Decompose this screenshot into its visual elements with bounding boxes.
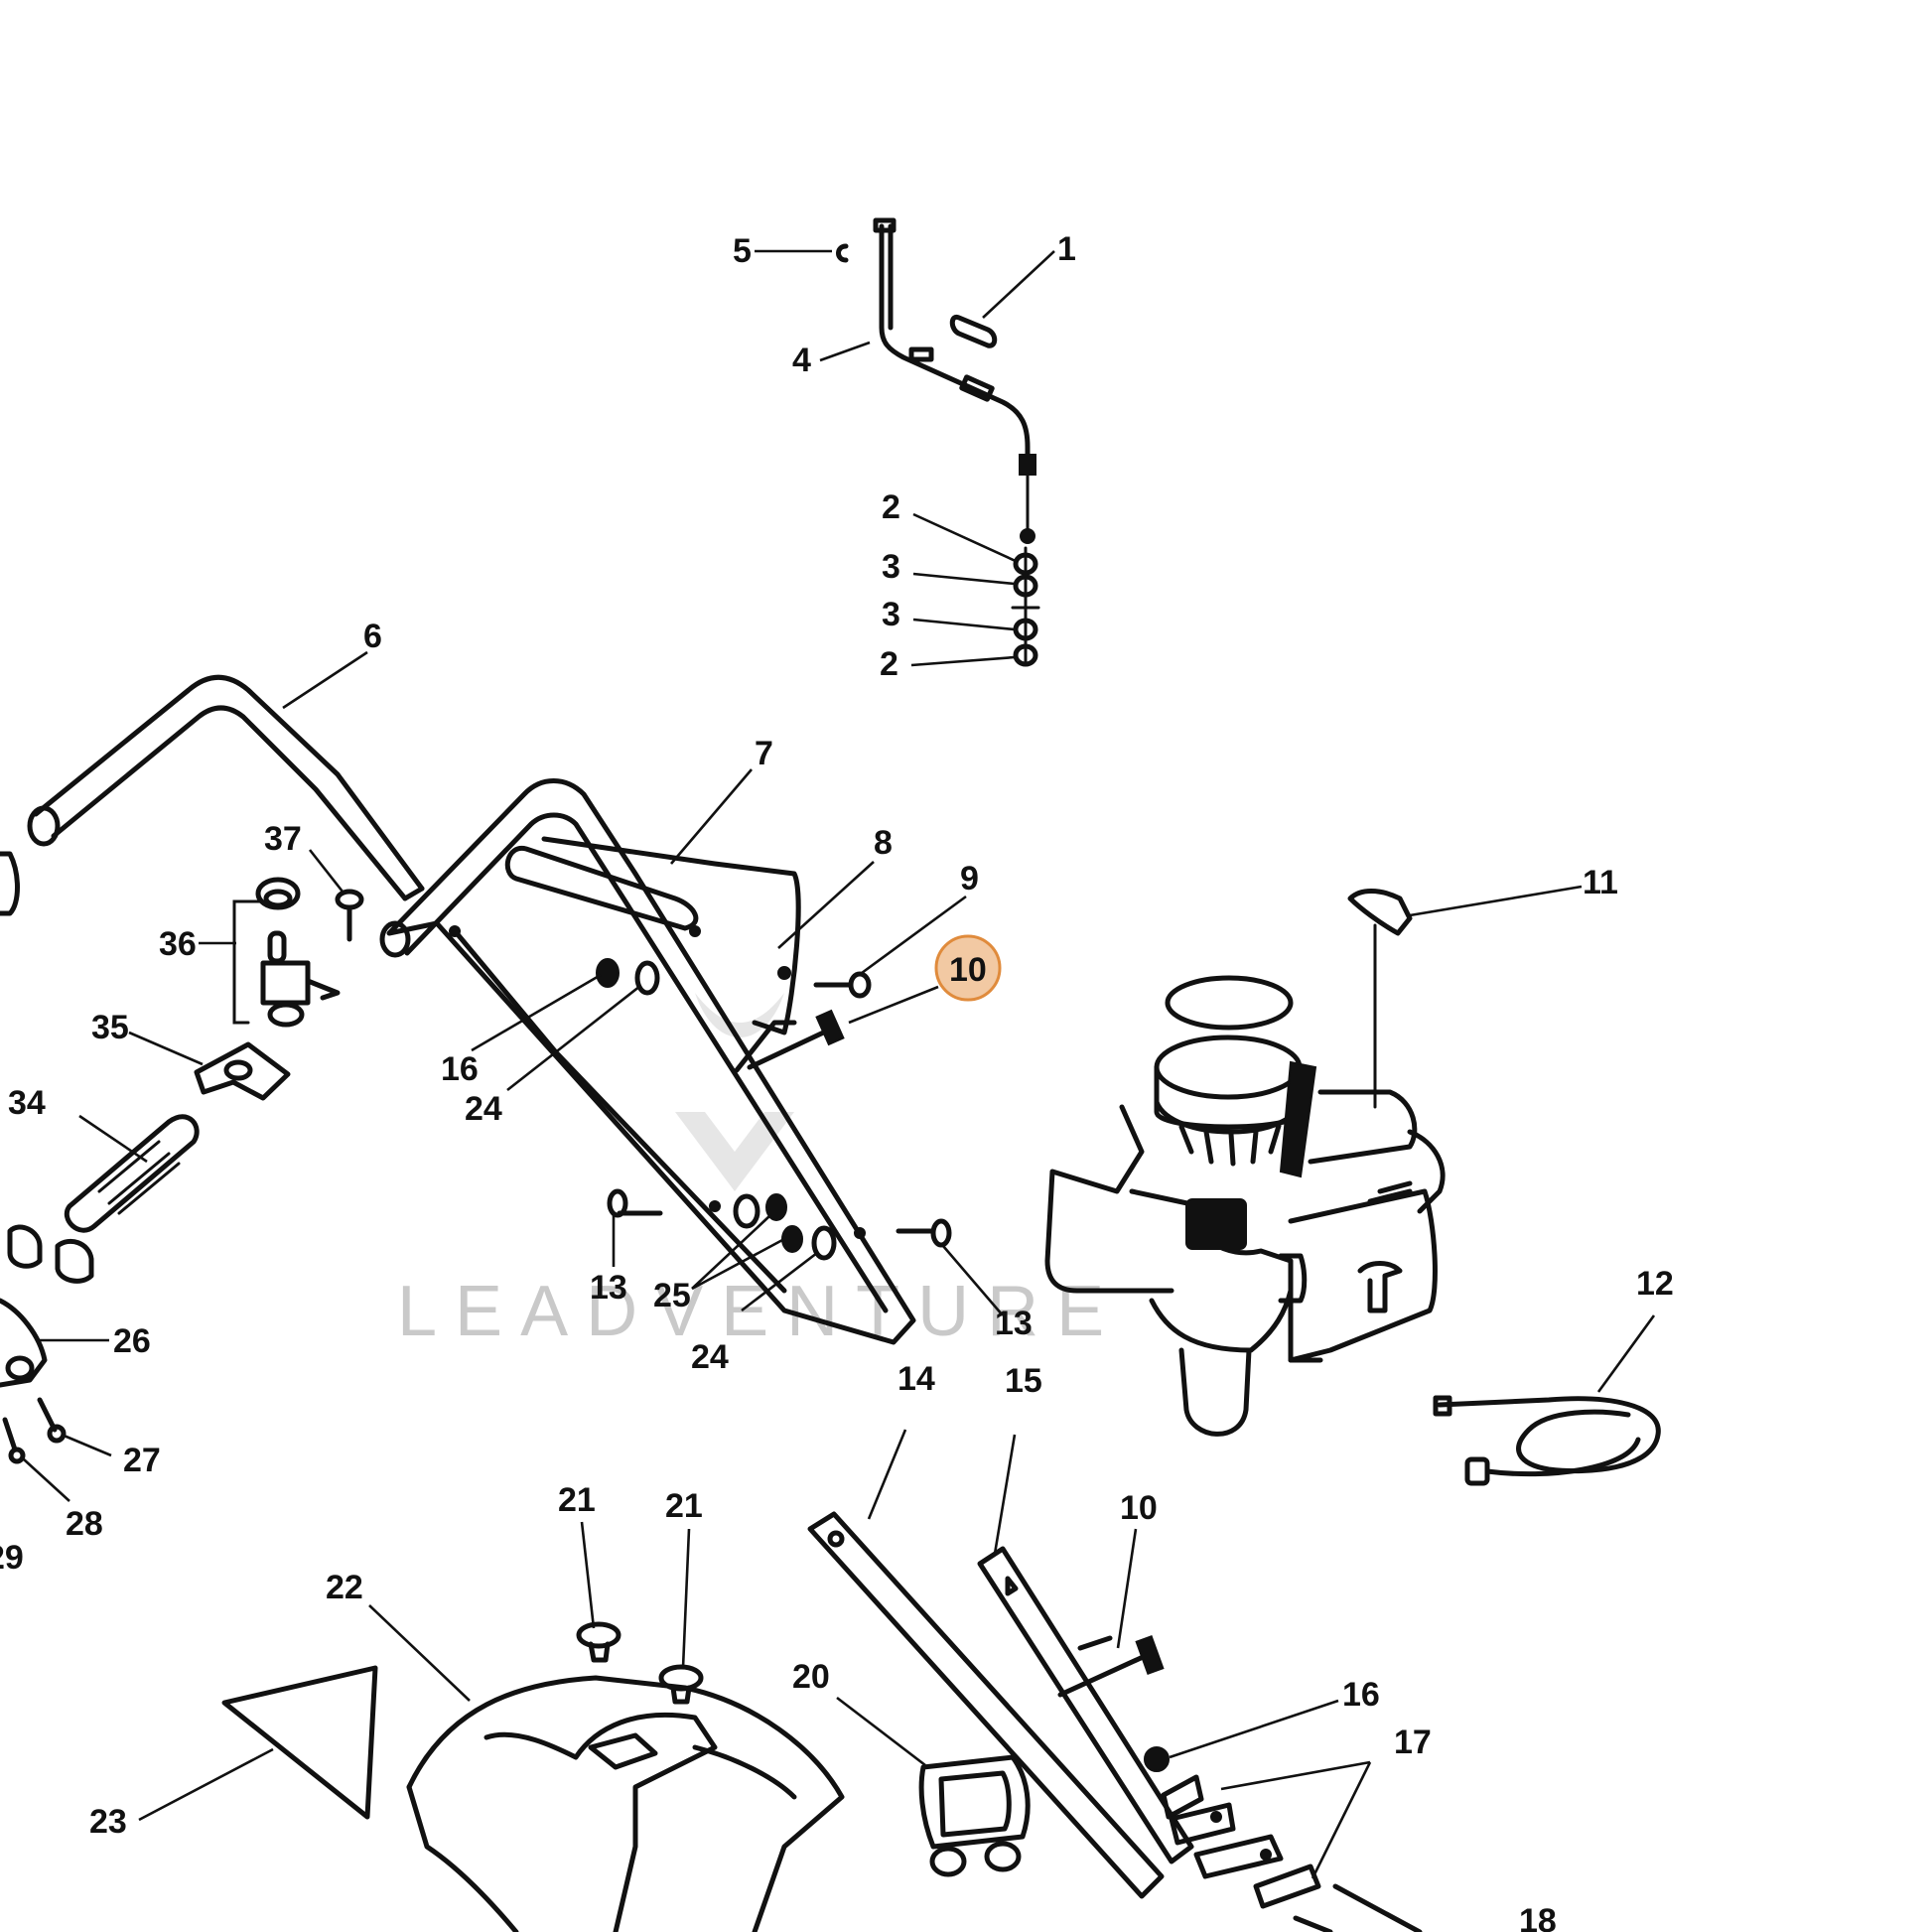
callout-29[interactable]: 29: [0, 1539, 24, 1577]
callout-16[interactable]: 16: [1342, 1676, 1380, 1714]
callout-22[interactable]: 22: [326, 1569, 363, 1606]
callout-23[interactable]: 23: [89, 1803, 127, 1841]
part-23-deflector: [221, 1665, 378, 1820]
callout-13[interactable]: 13: [590, 1269, 627, 1307]
callout-2[interactable]: 2: [880, 645, 898, 683]
callout-24[interactable]: 24: [465, 1090, 502, 1128]
callout-15[interactable]: 15: [1005, 1362, 1042, 1400]
part-36-switch: [232, 877, 341, 1028]
part-28-screw: [2, 1417, 26, 1464]
part-16-nut-lower: [1144, 1746, 1170, 1772]
callout-21[interactable]: 21: [665, 1487, 703, 1525]
callout-1[interactable]: 1: [1057, 230, 1076, 268]
highlighted-callout-ring: [934, 934, 1002, 1002]
callout-13[interactable]: 13: [995, 1305, 1033, 1342]
callout-8[interactable]: 8: [874, 824, 893, 862]
callout-20[interactable]: 20: [792, 1658, 830, 1696]
callout-25[interactable]: 25: [653, 1277, 691, 1314]
part-25-nuts: [733, 1193, 803, 1253]
part-35-clip: [194, 1041, 291, 1101]
part-24-washer-lower: [811, 1225, 837, 1261]
callout-labels: 1 2 3 3 2 4 5 6 7 8 9 10 10 11 12 13 13 …: [0, 230, 1674, 1932]
part-17-plates: [1161, 1774, 1321, 1909]
callout-12[interactable]: 12: [1636, 1265, 1674, 1303]
callout-28[interactable]: 28: [66, 1505, 103, 1543]
watermark-text: LEADVENTURE: [397, 1272, 1122, 1351]
part-10-bolt-upper: [734, 1009, 845, 1073]
callout-27[interactable]: 27: [123, 1442, 161, 1479]
part-13-bolt-left: [607, 1188, 663, 1218]
part-6-upper-handle: [27, 674, 425, 901]
part-14-strut: [807, 1511, 1165, 1899]
callout-3[interactable]: 3: [882, 548, 900, 586]
part-13-bolt-right: [896, 1218, 952, 1248]
callout-5[interactable]: 5: [733, 232, 752, 270]
highlighted-callout-marker[interactable]: [936, 936, 1000, 1000]
part-end-caps: [0, 851, 94, 1284]
part-37-screw: [335, 889, 364, 942]
callout-6[interactable]: 6: [363, 618, 382, 655]
part-16-nut-upper: [596, 958, 620, 988]
callout-10[interactable]: 10: [1120, 1489, 1158, 1527]
callout-11[interactable]: 11: [1583, 864, 1618, 901]
callout-37[interactable]: 37: [264, 820, 302, 858]
part-15-strut: [977, 1546, 1194, 1864]
part-9-washer: [813, 971, 872, 999]
part-18-rod: [1293, 1883, 1423, 1932]
part-12-fuel-line: [1433, 1395, 1661, 1486]
callout-26[interactable]: 26: [113, 1322, 151, 1360]
callout-17[interactable]: 17: [1394, 1724, 1432, 1761]
callout-10[interactable]: 10: [949, 951, 987, 989]
callout-36[interactable]: 36: [159, 925, 197, 963]
callout-7[interactable]: 7: [755, 735, 773, 772]
part-2-3-nut-stack: [1011, 546, 1040, 667]
part-1-sleeve: [949, 314, 998, 348]
part-engine: [1044, 1035, 1446, 1437]
part-4-throttle-cable: [873, 217, 1036, 544]
callout-16[interactable]: 16: [441, 1050, 479, 1088]
part-filter-gasket: [1165, 975, 1294, 1031]
callout-4[interactable]: 4: [792, 342, 811, 379]
part-27-screw: [37, 1397, 67, 1444]
part-5-clip: [836, 243, 849, 263]
callout-14[interactable]: 14: [897, 1360, 935, 1398]
part-11-cap: [1347, 889, 1413, 1109]
callout-2[interactable]: 2: [882, 488, 900, 526]
part-34-grip: [64, 1114, 200, 1233]
callout-24[interactable]: 24: [691, 1338, 729, 1376]
callout-34[interactable]: 34: [8, 1084, 46, 1122]
callout-9[interactable]: 9: [960, 860, 979, 897]
leader-lines: [23, 249, 1656, 1879]
part-24-washer-upper: [634, 960, 660, 996]
part-21-knob-left: [576, 1621, 621, 1663]
callout-18[interactable]: 18: [1519, 1902, 1557, 1932]
callout-3[interactable]: 3: [882, 596, 900, 633]
part-10-bolt-lower: [1057, 1635, 1165, 1698]
part-20-bracket: [918, 1754, 1031, 1877]
callout-21[interactable]: 21: [558, 1481, 596, 1519]
part-22-shield: [406, 1675, 845, 1932]
callout-35[interactable]: 35: [91, 1009, 129, 1046]
part-26-housing: [0, 1298, 48, 1388]
